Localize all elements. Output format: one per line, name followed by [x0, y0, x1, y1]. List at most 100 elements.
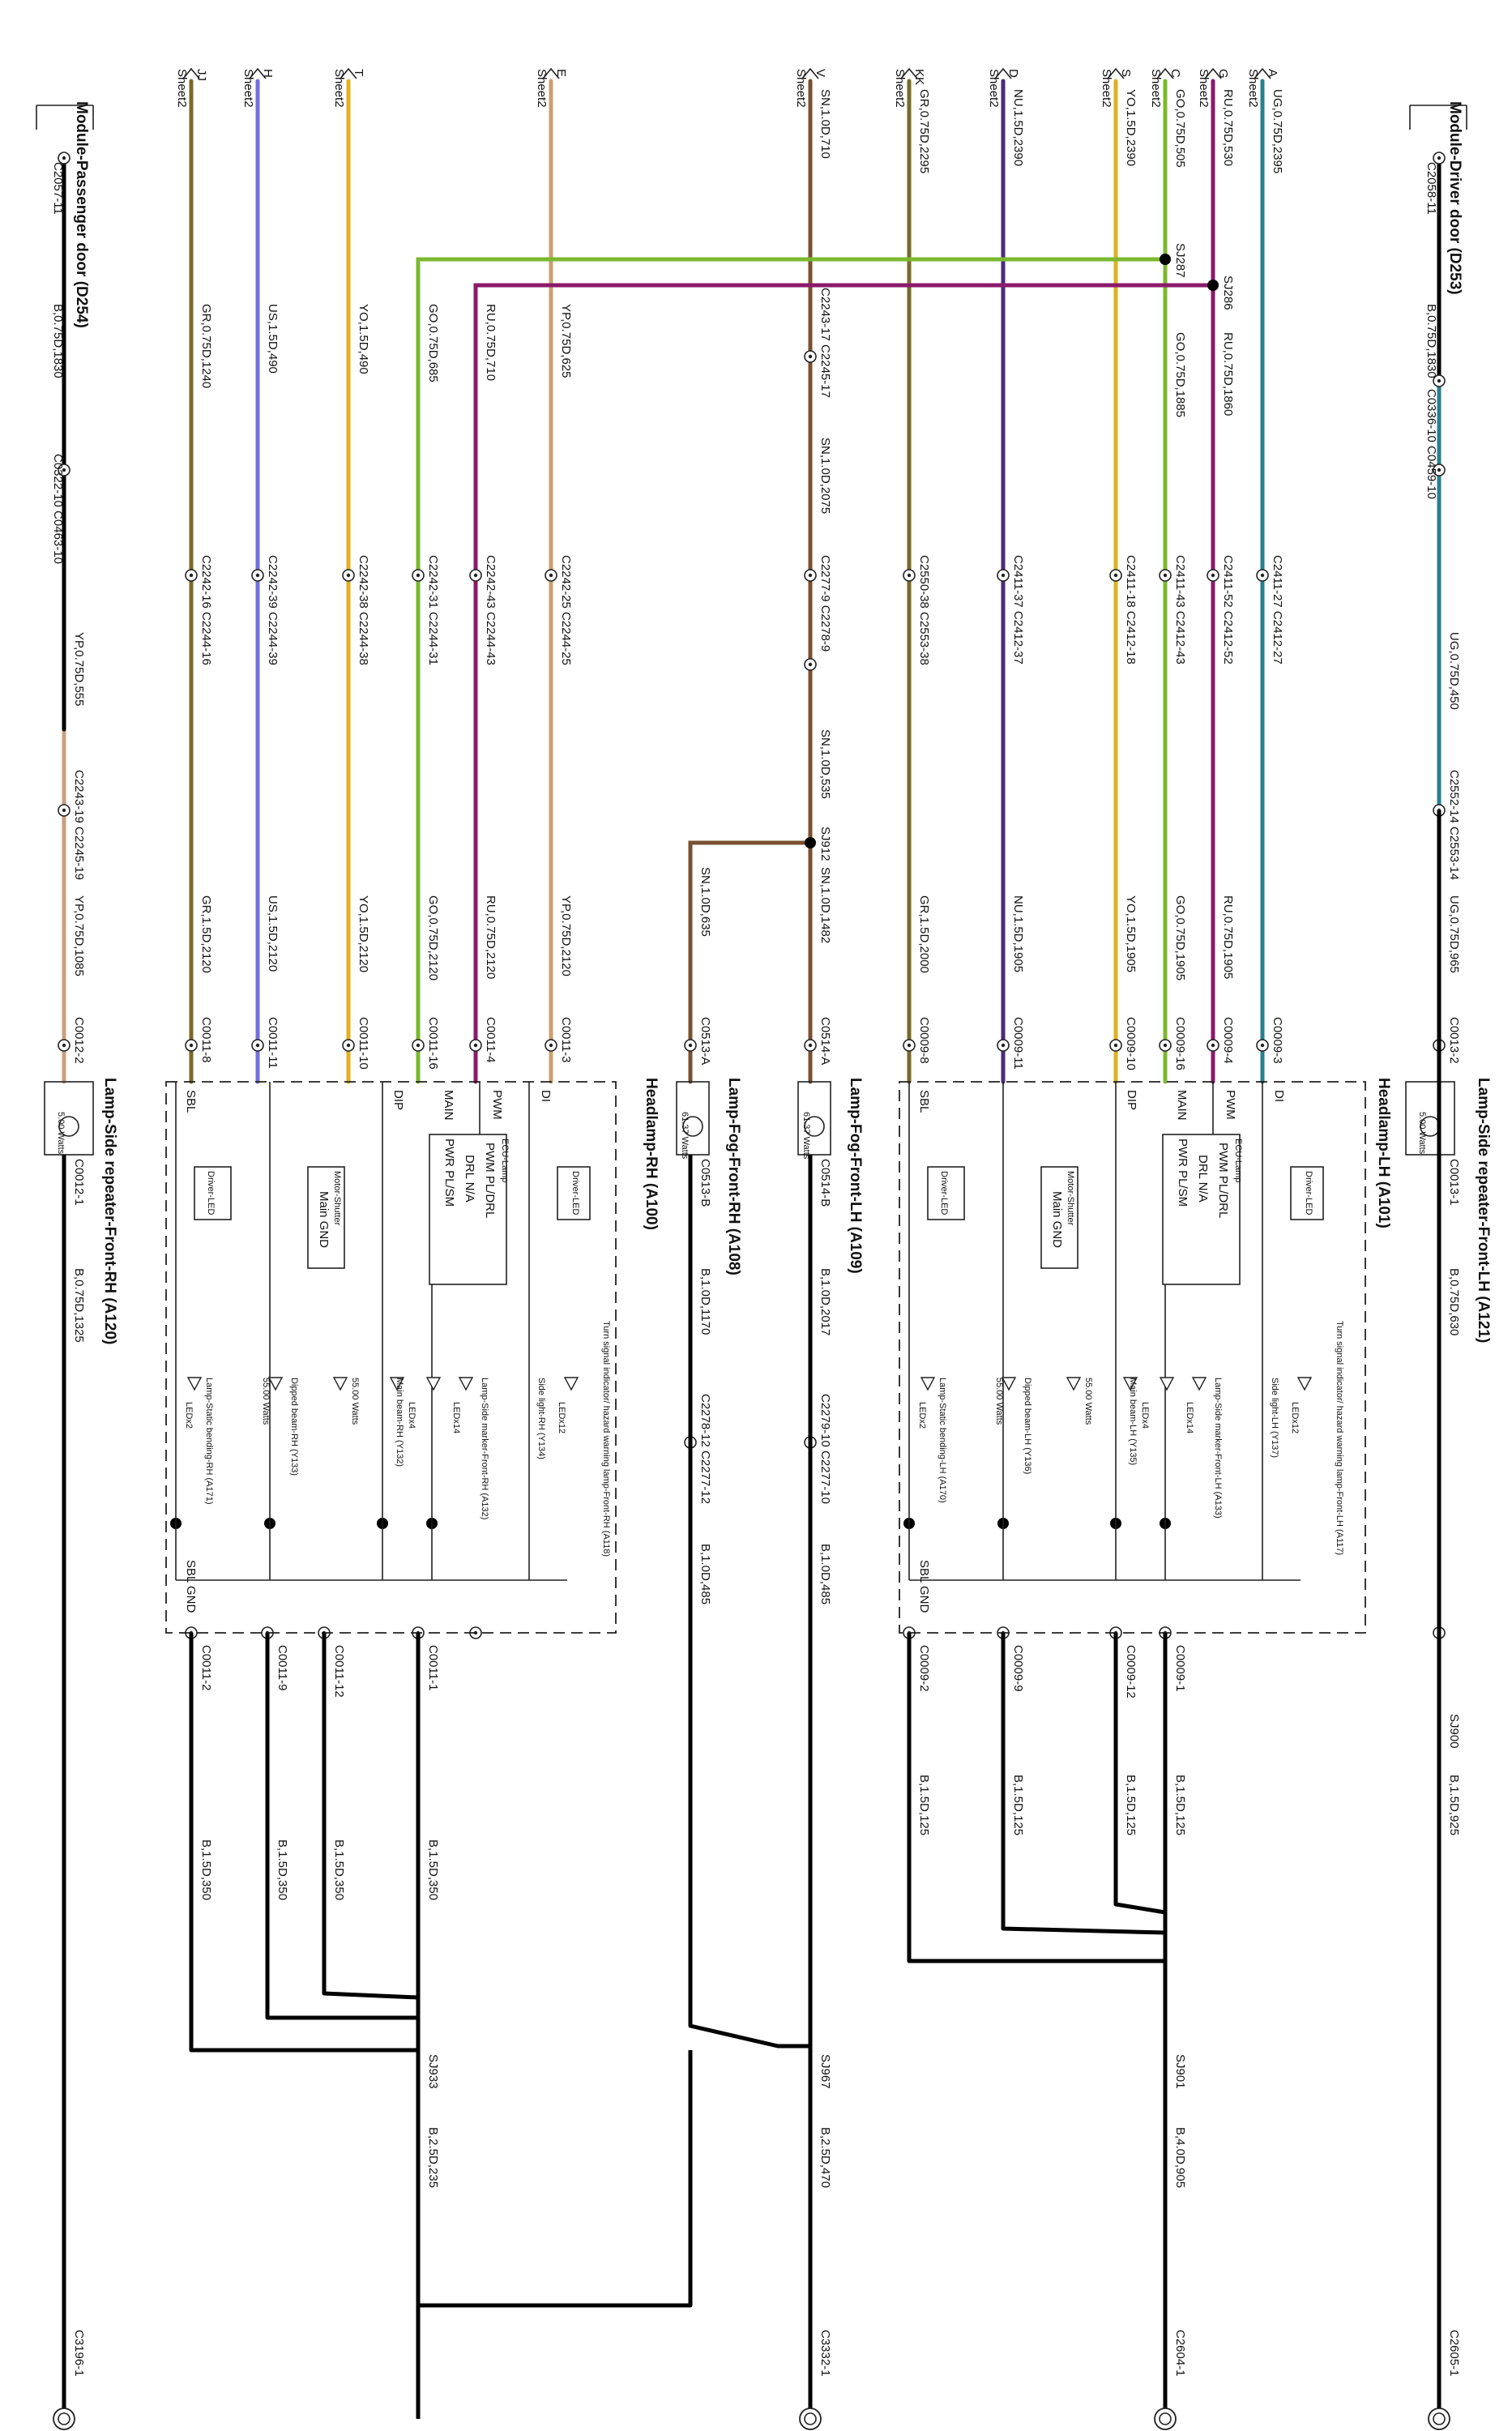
dipped-lh-label: Dipped beam-LH (Y136) [1023, 1378, 1032, 1474]
motor-label: Motor-Shutter [1066, 1171, 1075, 1226]
wire-label: C2411-27 C2412-27 [1271, 555, 1284, 664]
wire-sj287-green [416, 257, 1168, 1084]
wire-label: C0009-8 [917, 1017, 931, 1064]
led-icon [332, 1377, 348, 1391]
connector-pin-center [549, 1043, 553, 1048]
pwm-label: PWM PL/DRL [1216, 1143, 1230, 1218]
wire-label: US,1.5D,2120 [266, 895, 280, 972]
connector-pin-center [189, 573, 194, 578]
connector-pin-center [1260, 1043, 1265, 1048]
connector-pin-center [549, 573, 553, 578]
pwr-label: PWR PL/SM [442, 1139, 456, 1207]
ground-label: B,1.0D,485 [698, 1544, 712, 1604]
wire-label: C0513-A [698, 1017, 712, 1065]
sheet-arrow-d-icon [994, 67, 1012, 79]
wire-label: RU,0.75D,1860 [1221, 332, 1235, 416]
sheet-arrow-letter: A [1266, 69, 1279, 77]
side-rh-label: Side light-RH (Y134) [536, 1378, 546, 1459]
connector-pin-center [1001, 1043, 1006, 1048]
sheet-arrow-h-icon [249, 67, 267, 79]
ground-label: C2604-1 [1173, 2330, 1187, 2377]
wire-label: GR,1.5D,2120 [199, 895, 213, 973]
sheet-arrow-letter: E [554, 69, 568, 77]
headlamp-rh-gnd-label: SBL GND [184, 1560, 198, 1613]
wire-label: C2242-25 C2244-25 [559, 555, 573, 665]
sheet-arrow-t-icon [340, 67, 357, 79]
dipped-rh-label: Dipped beam-RH (Y133) [289, 1378, 299, 1476]
sheet-label: Sheet2 [241, 69, 255, 108]
wire-label: GO,0.75D,505 [1173, 89, 1187, 168]
connector-pin-center [189, 1043, 194, 1048]
ground-label: SJ967 [818, 2054, 832, 2089]
headlamp-lh-gnd-label: SBL GND [917, 1560, 931, 1613]
ground-label: B,1.5D,350 [332, 1839, 346, 1900]
bend-lh-label: Lamp-Static bending-LH (A170) [938, 1378, 947, 1503]
watt-label: 55.00 Watts [261, 1378, 271, 1425]
turn-lh-label: Turn signal indicator/ hazard warning la… [1335, 1321, 1344, 1555]
driver-led-box [557, 1166, 591, 1220]
sheet-label: Sheet2 [987, 69, 1001, 108]
headlamp-rh-pin: MAIN [442, 1090, 455, 1121]
led-count: LEDx14 [451, 1402, 461, 1433]
ground-label: B,1.5D,925 [1447, 1775, 1461, 1835]
repeater-rh-wire: B,0.75D,1325 [72, 1268, 86, 1343]
ecu-lamp-box [1162, 1134, 1241, 1285]
wire-label: YO,1.5D,2120 [357, 895, 370, 972]
wire-label: YP,0.75D,555 [72, 632, 86, 706]
watt-label: 55.00 Watts [994, 1378, 1004, 1425]
module-driver-bracket [1409, 105, 1467, 130]
wire-label: RU,0.75D,1905 [1221, 895, 1235, 979]
wire-label: YO,1.5D,2390 [1124, 89, 1138, 166]
sheet-arrow-kk-icon [900, 67, 918, 79]
wire-label: GO,0.75D,2120 [426, 895, 440, 981]
motor-shutter-box [307, 1166, 345, 1269]
repeater-lh-wire: B,0.75D,630 [1447, 1268, 1461, 1335]
pwm-label: PWM PL/DRL [483, 1143, 497, 1218]
ground-c2604-icon-inner [1159, 2412, 1172, 2425]
sheet-arrow-letter: S [1119, 69, 1133, 77]
marker-rh-label: Lamp-Side marker-Front-RH (A132) [480, 1378, 489, 1519]
sheet-arrow-letter: G [1216, 69, 1230, 79]
sheet-label: Sheet2 [794, 69, 808, 108]
wire-label: C2550-38 C2553-38 [917, 555, 931, 665]
sheet-arrow-v-icon [801, 67, 819, 79]
headlamp-lh-title: Headlamp-LH (A101) [1375, 1078, 1392, 1228]
led-icon [1066, 1377, 1082, 1391]
connector-pin-center [1001, 573, 1006, 578]
fog-lh-bulb-icon [804, 1116, 825, 1137]
ground-c3332-icon-inner [804, 2412, 817, 2425]
repeater-lh-watt: 5.00 Watts [1417, 1112, 1427, 1155]
ground-label: C0011-2 [199, 1645, 213, 1690]
headlamp-lh-pin: MAIN [1175, 1090, 1189, 1121]
ground-c3332-icon [799, 2408, 822, 2430]
wire-label: C0009-16 [1173, 1017, 1187, 1070]
headlamp-lh-pin: DIP [1125, 1090, 1138, 1110]
wire-label: C0009-10 [1124, 1017, 1138, 1070]
ground-rh-c0011-2 [189, 1633, 418, 2053]
repeater-rh-title: Lamp-Side repeater-Front-RH (A120) [101, 1078, 118, 1344]
wire-label: RU,0.75D,710 [484, 304, 498, 381]
splice-sj912 [805, 837, 816, 848]
module-passenger-bracket [36, 105, 94, 130]
motor-shutter-box [1040, 1166, 1078, 1269]
sheet-arrow-s-icon [1107, 67, 1125, 79]
headlamp-rh-pin: PWM [490, 1090, 504, 1120]
fog-rh-bulb-icon [682, 1116, 703, 1137]
sheet-arrow-jj-icon [182, 67, 200, 79]
labels-layer: ASheet2GSheet2CSheet2SSheet2DSheet2KKShe… [51, 69, 1492, 2377]
repeater-lh-out: C0013-1 [1447, 1159, 1461, 1206]
ground-label: B,1.5D,350 [275, 1839, 289, 1900]
wire-label: C0011-8 [199, 1017, 213, 1062]
connector-pin-center [255, 1043, 260, 1048]
wire-label: YP,0.75D,1085 [72, 895, 86, 976]
pwr-label: PWR PL/SM [1176, 1139, 1190, 1207]
wire-label: C2242-31 C2244-31 [426, 555, 440, 665]
wire-label: RU,0.75D,2120 [484, 895, 498, 979]
connector-pin-center [346, 1043, 351, 1048]
headlamp-lh-internal-wires [908, 1082, 1263, 1580]
ground-label: B,1.5D,350 [199, 1839, 213, 1900]
wire-label: SJ287 [1173, 243, 1187, 278]
fog-rh-box [676, 1081, 710, 1156]
led-icon [920, 1377, 936, 1391]
headlamp-rh-internal-wires [175, 1082, 530, 1580]
